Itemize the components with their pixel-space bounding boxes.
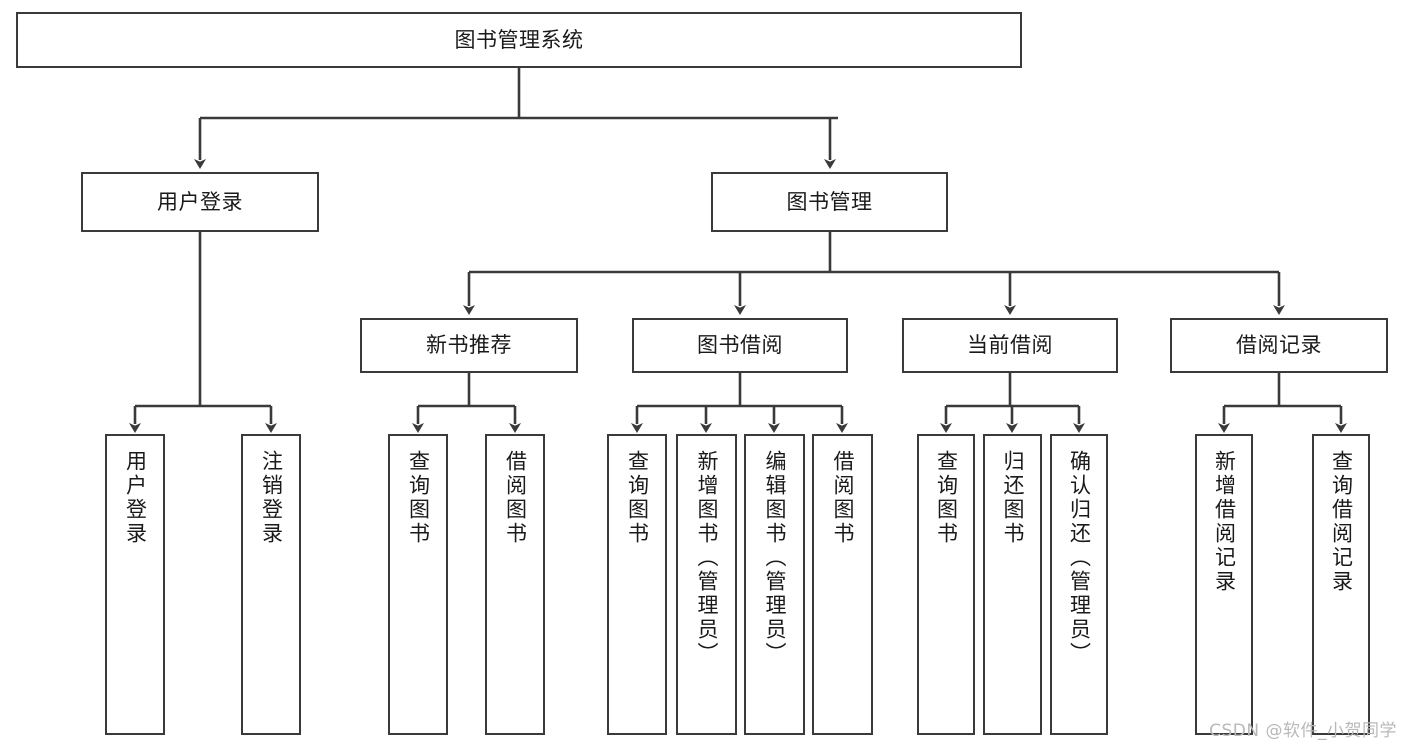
node-new-book-rec-label: 新书推荐: [426, 333, 512, 358]
node-leaf-confirm-return[interactable]: 确认归还（管理员）: [1050, 434, 1108, 735]
node-leaf-return-book[interactable]: 归还图书: [983, 434, 1042, 735]
node-leaf-query-book-3[interactable]: 查询图书: [917, 434, 975, 735]
node-leaf-add-record-label: 新增借阅记录: [1212, 450, 1237, 594]
node-root-label: 图书管理系统: [454, 27, 584, 52]
node-borrow-record-label: 借阅记录: [1236, 333, 1322, 358]
node-leaf-borrow-book-2-label: 借阅图书: [831, 450, 855, 546]
node-leaf-query-book-1[interactable]: 查询图书: [388, 434, 448, 735]
node-current-borrow-label: 当前借阅: [967, 333, 1053, 358]
watermark-text: CSDN @软件_小贺同学: [1209, 721, 1397, 741]
node-leaf-query-book-1-label: 查询图书: [406, 450, 431, 546]
node-leaf-borrow-book-1-label: 借阅图书: [503, 450, 528, 546]
node-leaf-borrow-book-1[interactable]: 借阅图书: [485, 434, 545, 735]
node-leaf-query-book-3-label: 查询图书: [934, 450, 959, 546]
node-leaf-user-login-label: 用户登录: [123, 450, 148, 546]
node-root[interactable]: 图书管理系统: [16, 12, 1022, 68]
node-user-login-label: 用户登录: [157, 189, 243, 214]
node-user-login[interactable]: 用户登录: [81, 172, 319, 232]
node-leaf-edit-book[interactable]: 编辑图书（管理员）: [744, 434, 805, 735]
node-leaf-edit-book-label: 编辑图书（管理员）: [763, 450, 787, 666]
node-leaf-logout-label: 注销登录: [259, 450, 284, 546]
node-leaf-query-record[interactable]: 查询借阅记录: [1312, 434, 1370, 735]
node-leaf-borrow-book-2[interactable]: 借阅图书: [812, 434, 873, 735]
node-current-borrow[interactable]: 当前借阅: [902, 318, 1118, 373]
node-leaf-confirm-return-label: 确认归还（管理员）: [1067, 450, 1092, 666]
node-leaf-add-book-label: 新增图书（管理员）: [695, 450, 719, 666]
node-leaf-user-login[interactable]: 用户登录: [105, 434, 165, 735]
node-leaf-add-book[interactable]: 新增图书（管理员）: [676, 434, 737, 735]
node-book-borrow-label: 图书借阅: [697, 333, 783, 358]
node-leaf-add-record[interactable]: 新增借阅记录: [1195, 434, 1253, 735]
node-book-manage-label: 图书管理: [786, 189, 873, 214]
node-leaf-logout[interactable]: 注销登录: [241, 434, 301, 735]
node-new-book-rec[interactable]: 新书推荐: [360, 318, 578, 373]
node-book-manage[interactable]: 图书管理: [711, 172, 948, 232]
node-leaf-query-book-2-label: 查询图书: [625, 450, 650, 546]
node-leaf-return-book-label: 归还图书: [1001, 450, 1025, 546]
node-leaf-query-book-2[interactable]: 查询图书: [607, 434, 667, 735]
node-borrow-record[interactable]: 借阅记录: [1170, 318, 1388, 373]
node-leaf-query-record-label: 查询借阅记录: [1329, 450, 1354, 594]
node-book-borrow[interactable]: 图书借阅: [632, 318, 848, 373]
